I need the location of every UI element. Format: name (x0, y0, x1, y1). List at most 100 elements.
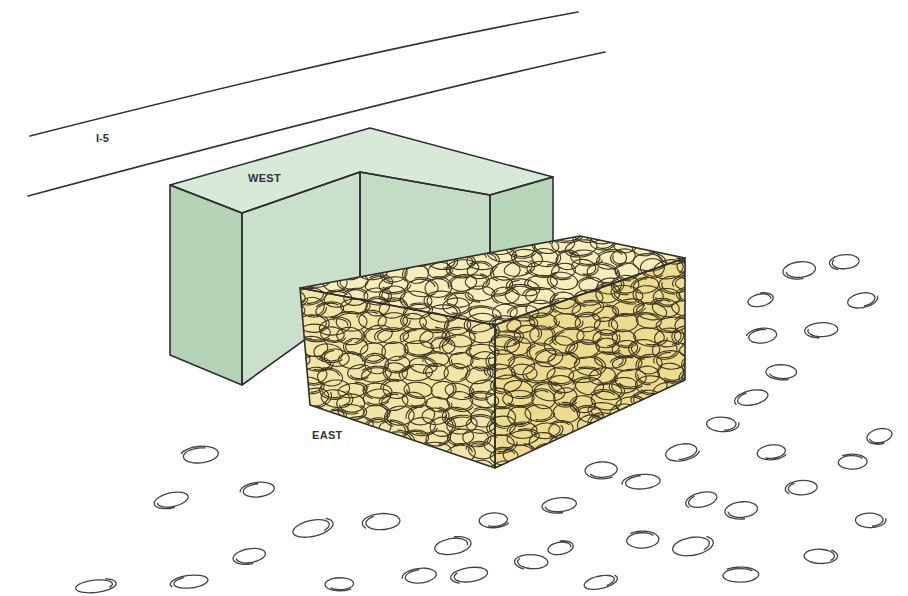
tree-scribble (339, 234, 367, 251)
building-outline (300, 236, 685, 325)
tree-scribble (274, 313, 302, 329)
tree-scribble (548, 272, 578, 289)
tree-scribble (528, 457, 557, 476)
tree-scribble (660, 420, 690, 438)
building-outline (170, 185, 242, 385)
tree-scribble (655, 441, 685, 459)
tree-scribble (656, 434, 687, 450)
tree-scribble (422, 461, 452, 478)
tree-scribble (735, 390, 768, 405)
tree-scribble (170, 575, 208, 588)
tree-scribble (325, 262, 350, 280)
tree-scribble (448, 460, 474, 478)
tree-scribble (660, 408, 687, 425)
tree-scribble (233, 548, 265, 564)
tree-scribble (654, 234, 684, 254)
tree-scribble (514, 221, 538, 241)
tree-scribble (154, 492, 188, 509)
tree-scribble (675, 240, 706, 257)
tree-scribble (426, 431, 451, 446)
tree-scribble (672, 326, 701, 345)
tree-scribbles (272, 219, 711, 480)
tree-scribble (483, 225, 515, 244)
tree-scribble (403, 446, 433, 461)
building-face (300, 236, 685, 325)
tree-scribble (612, 220, 638, 238)
tree-scribble (682, 219, 708, 239)
tree-scribble (76, 579, 117, 593)
building-mass (288, 226, 692, 478)
tree-scribble (240, 482, 274, 497)
tree-scribble (404, 224, 436, 239)
tree-scribble (343, 252, 374, 268)
tree-scribble (655, 328, 684, 347)
tree-scribble (321, 409, 346, 425)
tree-scribble (677, 400, 708, 420)
tree-scribble (449, 353, 473, 369)
tree-scribble (615, 369, 646, 389)
tree-scribble (338, 352, 365, 369)
tree-scribble (572, 259, 598, 276)
tree-scribble (785, 480, 817, 494)
tree-scribble (618, 433, 643, 450)
tree-scribble (676, 287, 705, 302)
tree-scribble (672, 301, 704, 317)
tree-scribble (673, 461, 702, 477)
tree-scribble (399, 364, 432, 380)
tree-scribble (390, 442, 415, 457)
tree-scribble (838, 454, 867, 469)
building-name: EAST (312, 429, 343, 441)
tree-scribble (592, 454, 624, 471)
tree-scribble (404, 341, 433, 357)
tree-scribble (362, 513, 400, 529)
tree-scribble (707, 417, 739, 432)
tree-scribble (300, 297, 326, 317)
tree-scribble (654, 351, 686, 370)
tree-scribble (747, 328, 777, 343)
tree-scribble (529, 433, 558, 452)
tree-scribble (274, 432, 304, 449)
tree-scribble (293, 251, 325, 270)
tree-scribble (293, 518, 333, 537)
building-face (170, 128, 553, 213)
building-name: WEST (248, 172, 281, 184)
tree-scribble (673, 537, 714, 556)
tree-scribble (379, 420, 408, 438)
building-block: EAST (288, 226, 692, 478)
tree-scribble (281, 419, 311, 436)
tree-scribble (678, 382, 708, 400)
tree-scribble (337, 327, 365, 344)
tree-scribble (422, 227, 449, 246)
tree-scribble (325, 578, 354, 591)
tree-scribble (546, 446, 577, 462)
tree-scribble (404, 382, 432, 398)
tree-scribble (446, 236, 474, 254)
tree-scribble (365, 418, 391, 436)
tree-scribble (343, 432, 372, 447)
tree-scribble (631, 433, 660, 453)
tree-scribble (406, 233, 431, 250)
tree-scribble (335, 443, 368, 459)
tree-scribble (315, 224, 347, 240)
tree-scribble (566, 340, 600, 359)
tree-scribble (658, 226, 684, 243)
building-outline (495, 258, 685, 468)
tree-scribble (637, 406, 664, 426)
tree-scribble (548, 541, 573, 555)
tree-scribble (323, 251, 348, 267)
tree-scribble (359, 252, 391, 270)
tree-scribble (362, 366, 392, 382)
tree-scribble (272, 378, 305, 396)
tree-scribble (283, 459, 309, 477)
tree-scribble (336, 455, 367, 475)
tree-scribble (341, 226, 375, 243)
tree-scribble (512, 249, 543, 268)
tree-scribble (277, 393, 305, 408)
tree-scribble (677, 260, 702, 276)
tree-scribble (641, 448, 666, 463)
tree-scribble (300, 405, 326, 424)
tree-scribble (277, 338, 303, 354)
tree-scribble (316, 302, 344, 317)
tree-scribble (635, 376, 667, 395)
